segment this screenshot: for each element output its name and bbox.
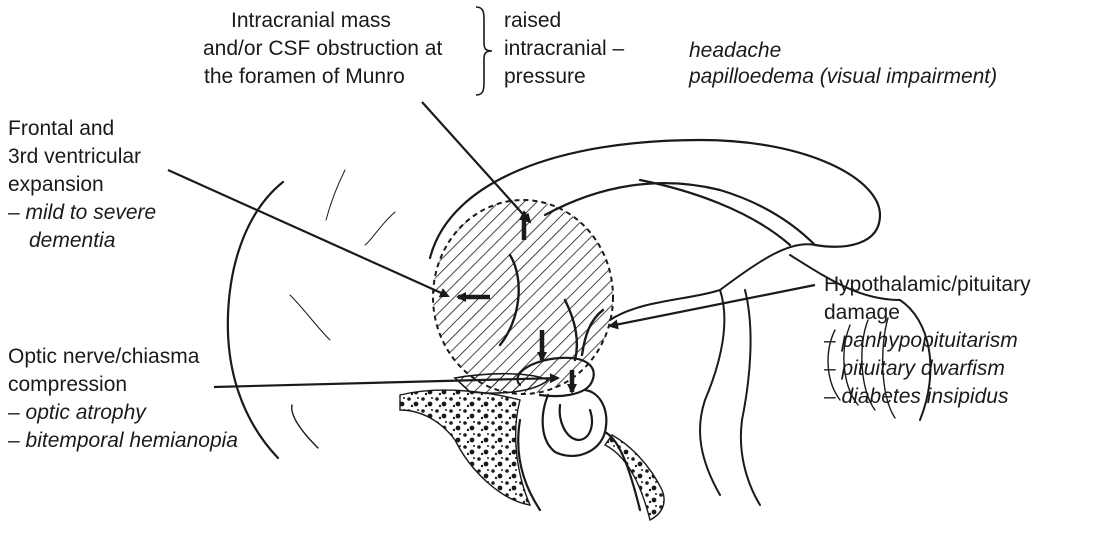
- mass-label-line-3: the foramen of Munro: [204, 64, 405, 90]
- optic-label-line-1: Optic nerve/chiasma: [8, 344, 199, 370]
- grouping-brace: [474, 5, 494, 97]
- hypo-effect-1: – panhypopituitarism: [824, 328, 1018, 354]
- optic-effect-1: – optic atrophy: [8, 400, 146, 426]
- frontal-effect-1: – mild to severe: [8, 200, 156, 226]
- hypo-label-line-1: Hypothalamic/pituitary: [824, 272, 1031, 298]
- optic-label-line-2: compression: [8, 372, 127, 398]
- brain-outline: [228, 170, 395, 458]
- optic-effect-2: – bitemporal hemianopia: [8, 428, 238, 454]
- sphenoid-bone: [400, 390, 530, 505]
- frontal-label-line-3: expansion: [8, 172, 104, 198]
- raised-pressure-line-3: pressure: [504, 64, 586, 90]
- frontal-label-line-2: 3rd ventricular: [8, 144, 141, 170]
- mass-label-line-2: and/or CSF obstruction at: [203, 36, 442, 62]
- mass-label-line-1: Intracranial mass: [231, 8, 391, 34]
- raised-pressure-line-1: raised: [504, 8, 561, 34]
- hypo-label-line-2: damage: [824, 300, 900, 326]
- clivus-bone: [605, 435, 664, 520]
- frontal-effect-2: dementia: [29, 228, 115, 254]
- effect-papilloedema: papilloedema (visual impairment): [689, 64, 997, 90]
- frontal-label-line-1: Frontal and: [8, 116, 114, 142]
- hypo-effect-3: – diabetes insipidus: [824, 384, 1008, 410]
- hypo-effect-2: – pituitary dwarfism: [824, 356, 1005, 382]
- raised-pressure-line-2: intracranial –: [504, 36, 624, 62]
- effect-headache: headache: [689, 38, 781, 64]
